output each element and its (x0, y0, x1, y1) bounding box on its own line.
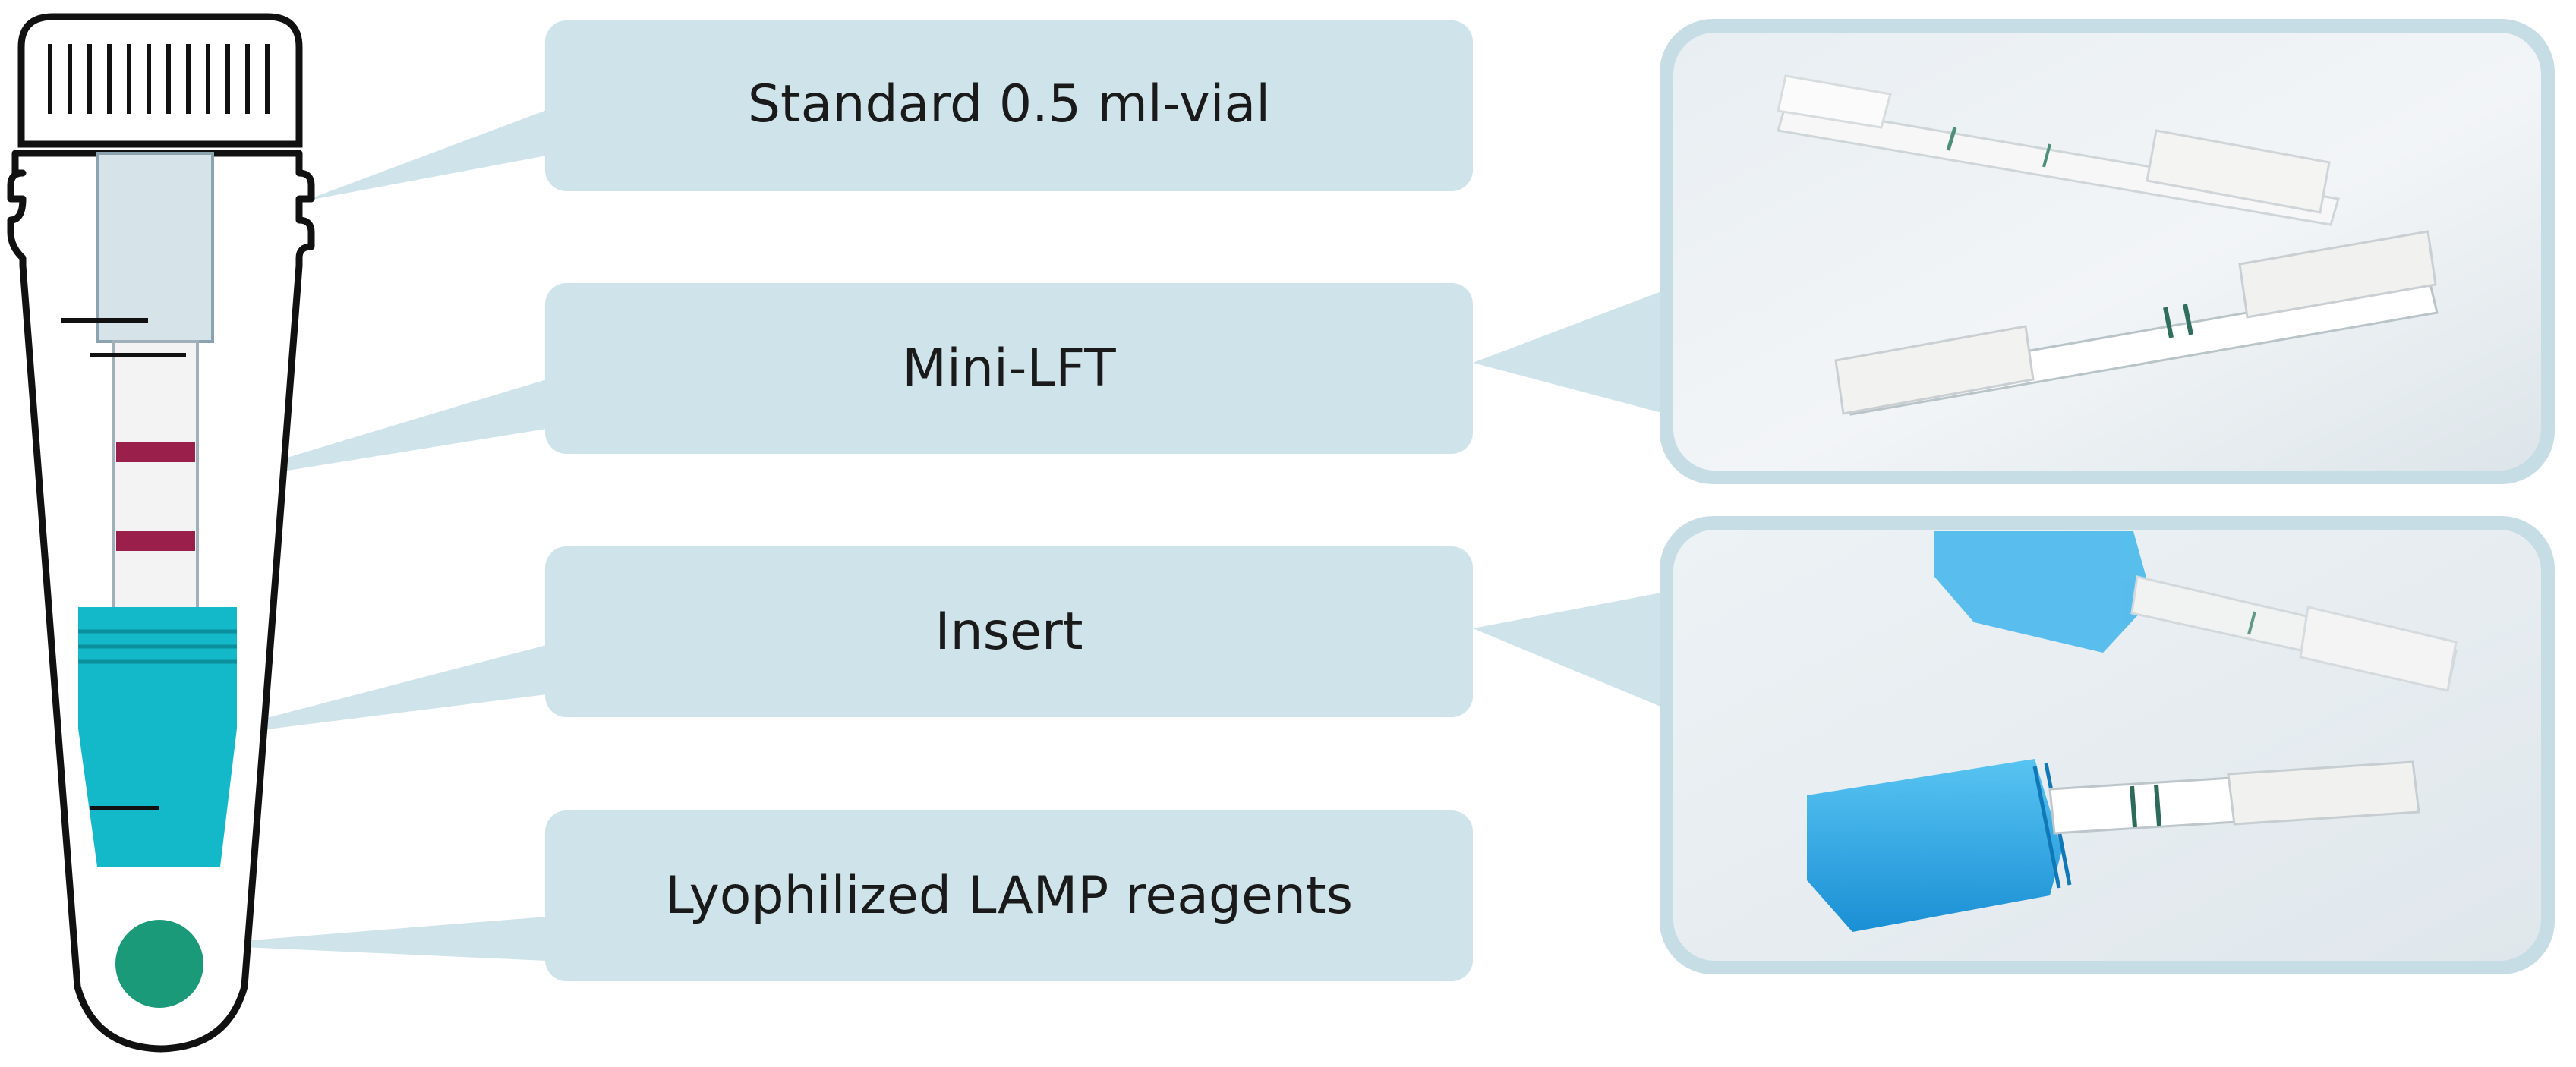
label-lft-text: Mini-LFT (902, 338, 1116, 398)
label-vial-text: Standard 0.5 ml-vial (748, 74, 1270, 134)
label-lft-box (545, 283, 1473, 454)
pointer-photo-lft (1473, 287, 1673, 416)
label-vial-box (545, 20, 1473, 191)
reagent-bead (115, 920, 203, 1008)
vial-schematic (7, 13, 315, 1053)
photo-insert-front (1807, 759, 2420, 932)
label-reagents-text: Lyophilized LAMP reagents (665, 866, 1353, 926)
photo-insert-back (1934, 531, 2458, 692)
label-insert-box (545, 546, 1473, 717)
pointer-photo-insert (1473, 590, 1673, 712)
vial-strip (112, 340, 199, 616)
label-insert-text: Insert (935, 602, 1083, 662)
vial-cap (17, 13, 303, 148)
vial-insert-threads (78, 629, 237, 664)
label-insert: Insert (545, 546, 1473, 717)
pointer-insert (182, 645, 547, 740)
vial-inner-holder (96, 152, 214, 343)
photo-strip-front (1834, 230, 2439, 416)
pointer-reagents (194, 917, 547, 961)
vial-cap-ridges (48, 44, 270, 114)
control-line (116, 531, 195, 551)
vial-cap-body (17, 13, 303, 148)
label-reagents-box (545, 810, 1473, 981)
label-vial: Standard 0.5 ml-vial (545, 20, 1473, 191)
lateral-flow-strips-photo (1673, 33, 2541, 471)
label-lft: Mini-LFT (545, 283, 1473, 454)
photo-panel-insert (1660, 516, 2555, 974)
label-reagents: Lyophilized LAMP reagents (545, 810, 1473, 981)
test-line (116, 442, 195, 462)
photo-strip-back (1777, 74, 2340, 226)
vial-insert (78, 607, 237, 867)
photo-panel-lft (1660, 19, 2555, 484)
insert-with-strip-photo (1673, 530, 2541, 961)
pointer-vial (304, 110, 547, 201)
